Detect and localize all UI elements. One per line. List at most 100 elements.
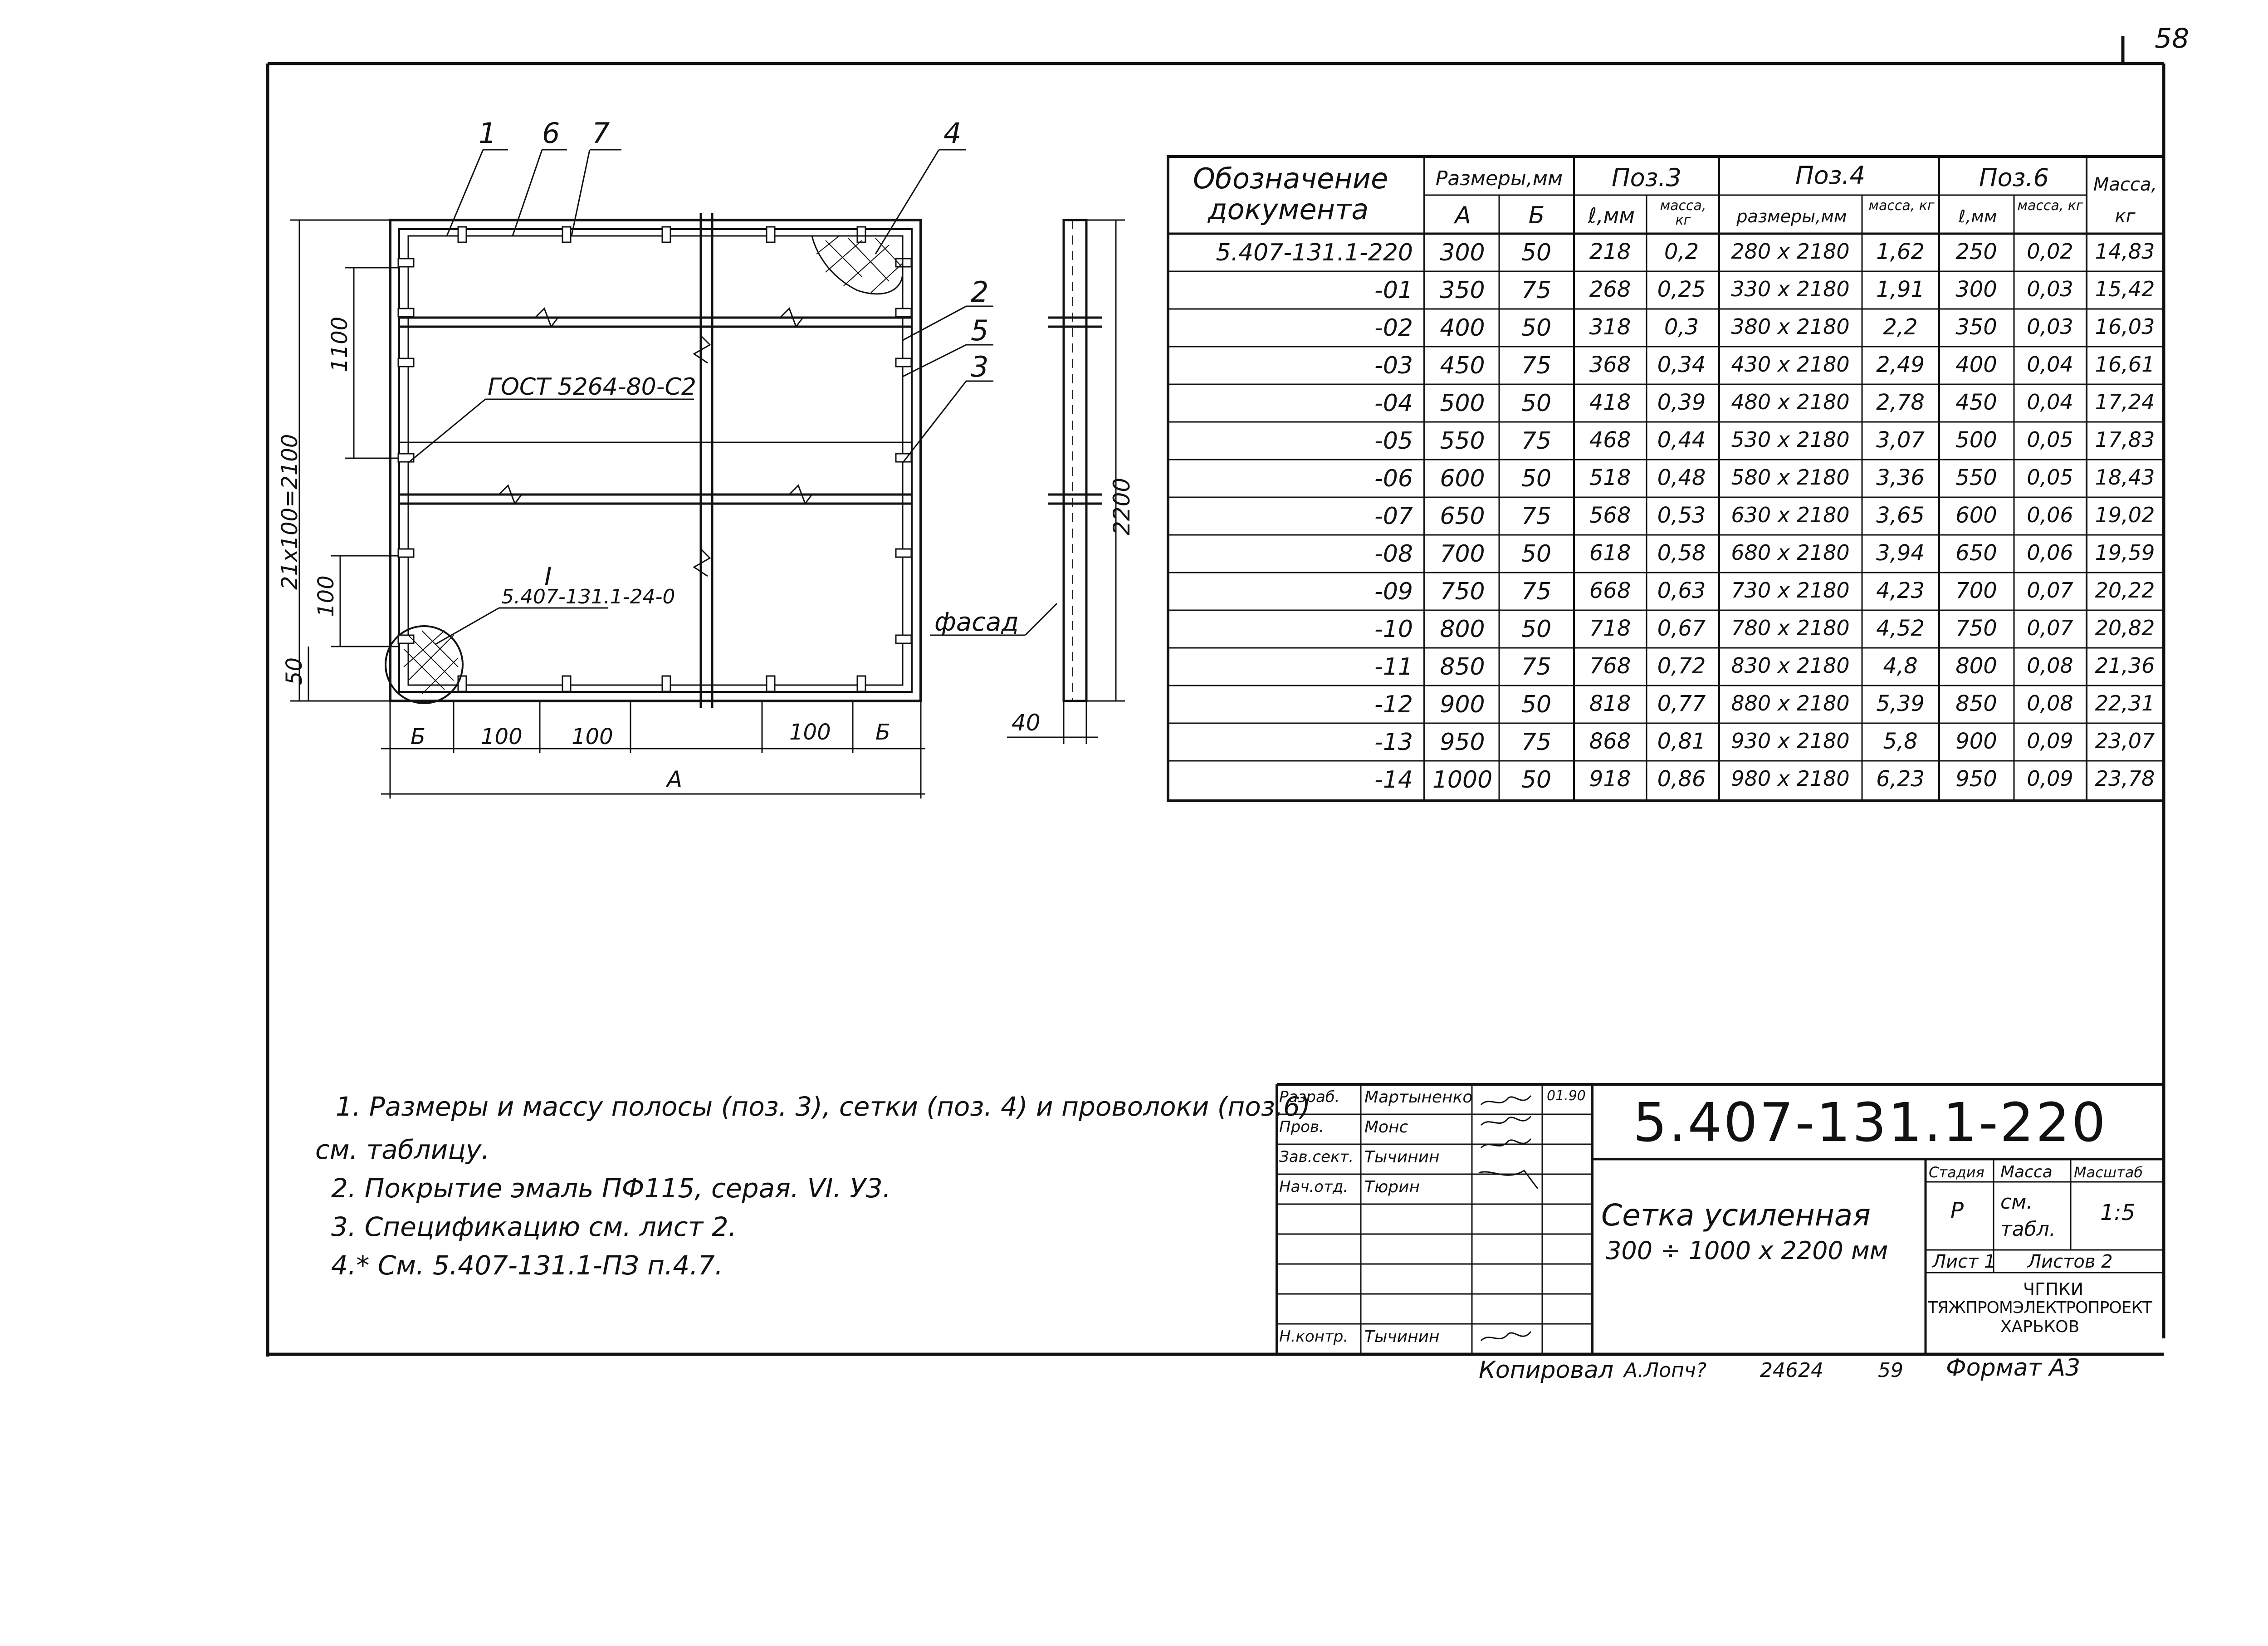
table-cell: -11 — [1374, 653, 1413, 681]
table-cell: 75 — [1521, 503, 1552, 530]
tb-org-2: ТЯЖПРОМЭЛЕКТРОПРОЕКТ — [1928, 1298, 2152, 1317]
table-cell: 0,53 — [1657, 503, 1706, 528]
table-cell: 17,83 — [2095, 427, 2155, 452]
title-block-grid — [1276, 1083, 2164, 1355]
table-cell: 0,02 — [2027, 239, 2073, 264]
table-cell: 14,83 — [2095, 239, 2155, 264]
tb-name: Тычинин — [1364, 1328, 1440, 1346]
dim-21x100: 21x100=2100 — [277, 434, 303, 590]
table-cell: 818 — [1589, 691, 1631, 716]
dim-100-1: 100 — [481, 724, 523, 750]
tb-mass-label: Масса — [2000, 1163, 2053, 1181]
table-cell: 380 x 2180 — [1731, 314, 1850, 339]
tb-code: 5.407-131.1-220 — [1633, 1091, 2108, 1154]
table-cell: 350 — [1440, 277, 1485, 304]
callout-5: 5 — [971, 314, 988, 347]
tb-title-2: 300 ÷ 1000 x 2200 мм — [1606, 1236, 1888, 1265]
tb-role: Зав.сект. — [1279, 1148, 1354, 1166]
table-cell: 0,39 — [1657, 390, 1706, 415]
table-cell: 4,52 — [1876, 616, 1925, 641]
note-1-cont: см. таблицу. — [315, 1134, 490, 1165]
note-1: 1. Размеры и массу полосы (поз. 3), сетк… — [336, 1091, 1310, 1122]
table-cell: 16,03 — [2095, 314, 2155, 339]
th-pos4: Поз.4 — [1795, 161, 1865, 190]
tb-role: Пров. — [1279, 1118, 1324, 1136]
table-cell: -13 — [1374, 729, 1413, 756]
table-cell: 450 — [1955, 390, 1997, 415]
table-cell: 480 x 2180 — [1731, 390, 1850, 414]
table-cell: 0,04 — [2027, 352, 2073, 377]
table-cell: 850 — [1440, 653, 1485, 681]
detail-mark: I — [544, 562, 552, 592]
th-b: Б — [1528, 202, 1545, 229]
table-cell: 350 — [1955, 314, 1997, 340]
table-cell: 50 — [1521, 691, 1552, 718]
table-cell: 880 x 2180 — [1731, 691, 1850, 715]
table-cell: 650 — [1955, 540, 1997, 566]
table-cell: 50 — [1521, 465, 1552, 492]
table-cell: 75 — [1521, 578, 1552, 605]
table-cell: 0,48 — [1657, 465, 1706, 490]
table-cell: 18,43 — [2095, 465, 2155, 490]
table-cell: 0,08 — [2027, 691, 2073, 715]
table-cell: 17,24 — [2095, 390, 2155, 414]
table-cell: 0,25 — [1657, 277, 1706, 302]
tb-stage: Р — [1950, 1198, 1964, 1223]
table-cell: 950 — [1955, 766, 1997, 792]
table-cell: 20,82 — [2095, 616, 2155, 640]
table-cell: 300 — [1440, 239, 1485, 266]
table-cell: -01 — [1374, 277, 1413, 304]
table-cell: 16,61 — [2095, 352, 2155, 377]
tb-title-1: Сетка усиленная — [1601, 1198, 1871, 1233]
table-cell: 23,07 — [2095, 729, 2155, 753]
table-cell: 0,07 — [2027, 616, 2073, 640]
table-cell: 0,07 — [2027, 578, 2073, 603]
table-cell: 5,39 — [1876, 691, 1925, 716]
table-cell: 0,04 — [2027, 390, 2073, 414]
table-cell: 0,86 — [1657, 766, 1706, 792]
th-pos6: Поз.6 — [1979, 163, 2049, 192]
table-cell: 730 x 2180 — [1731, 578, 1850, 603]
detail-ref: 5.407-131.1-24-0 — [501, 585, 675, 608]
drawing-labels: 1 6 7 4 2 5 3 ГОСТ 5264-80-С2 I 5.407-13… — [277, 117, 1135, 793]
table-cell: 75 — [1521, 653, 1552, 681]
facade-label: фасад — [934, 607, 1019, 637]
table-cell: 400 — [1440, 314, 1485, 342]
table-cell: 0,77 — [1657, 691, 1706, 716]
table-cell: 0,06 — [2027, 540, 2073, 565]
table-cell: 50 — [1521, 239, 1552, 266]
table-cell: -08 — [1374, 540, 1413, 568]
table-cell: 50 — [1521, 390, 1552, 417]
table-cell: 500 — [1955, 427, 1997, 453]
footer-format: Формат А3 — [1946, 1354, 2081, 1381]
table-cell: -10 — [1374, 616, 1413, 643]
table-cell: -05 — [1374, 427, 1413, 455]
table-cell: 0,05 — [2027, 427, 2073, 452]
table-cell: 980 x 2180 — [1731, 766, 1850, 791]
callout-2: 2 — [971, 275, 988, 309]
table-cell: 600 — [1440, 465, 1485, 492]
table-cell: 3,36 — [1876, 465, 1925, 490]
dim-a: А — [665, 766, 682, 793]
table-cell: -14 — [1374, 766, 1413, 794]
tb-name: Мартыненко — [1364, 1088, 1473, 1107]
table-cell: 0,09 — [2027, 766, 2073, 791]
table-cell: 15,42 — [2095, 277, 2155, 301]
table-cell: 75 — [1521, 729, 1552, 756]
table-cell: 400 — [1955, 352, 1997, 377]
table-cell: 1,91 — [1876, 277, 1925, 302]
tb-scale: 1:5 — [2100, 1200, 2136, 1225]
dim-100-3: 100 — [789, 720, 831, 745]
tb-sheets: Листов 2 — [2028, 1251, 2113, 1272]
table-cell: 500 — [1440, 390, 1485, 417]
table-cell: 450 — [1440, 352, 1485, 379]
table-cell: 19,59 — [2095, 540, 2155, 565]
table-cell: 0,58 — [1657, 540, 1706, 566]
table-cell: 830 x 2180 — [1731, 653, 1850, 678]
tb-date: 01.90 — [1547, 1088, 1586, 1104]
tb-name: Монс — [1364, 1118, 1408, 1137]
th-sizes: Размеры,мм — [1435, 167, 1563, 190]
table-cell: 4,23 — [1876, 578, 1925, 603]
table-cell: 250 — [1955, 239, 1997, 265]
callout-6: 6 — [542, 117, 560, 150]
